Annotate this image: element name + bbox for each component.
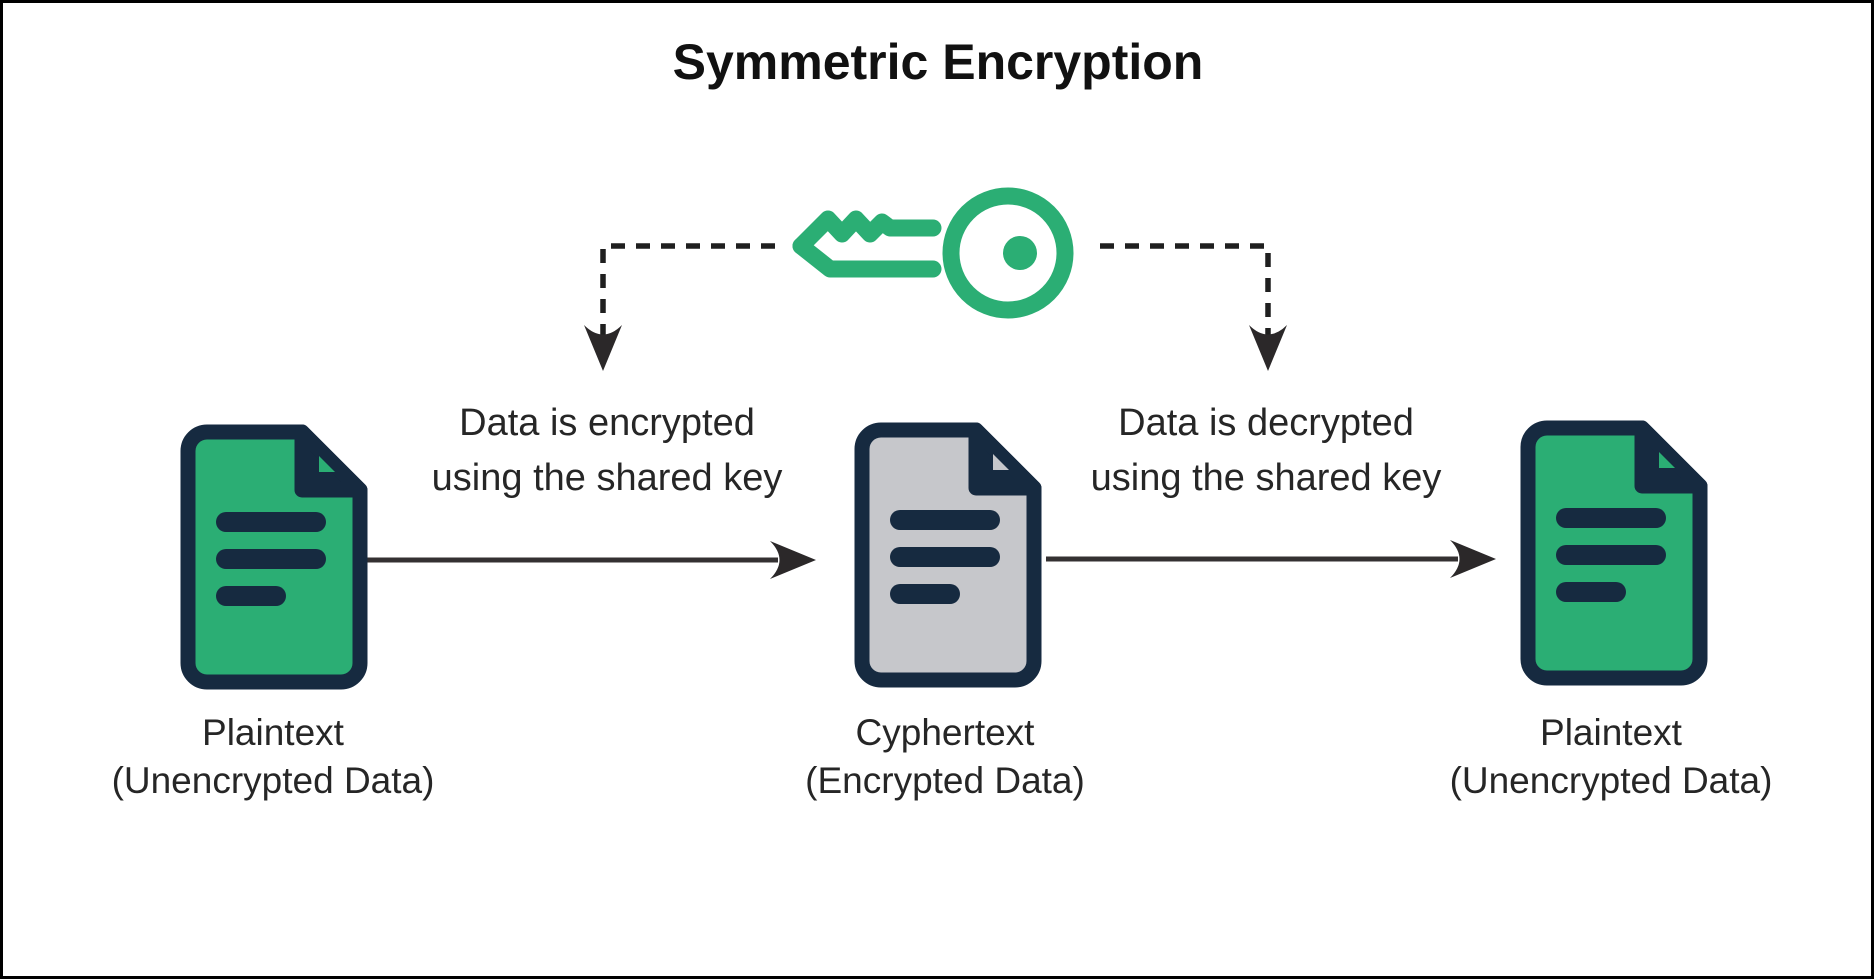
document-fold-notch [319,456,335,472]
key-ring [942,187,1074,319]
text-line [890,584,960,604]
label-plaintext-left-detail: (Unencrypted Data) [111,760,435,801]
document-fold-notch [1659,452,1675,468]
document-fold [1634,420,1708,494]
key-dot [1003,236,1037,270]
label-plaintext-right: Plaintext (Unencrypted Data) [1450,709,1773,805]
document-icon-plaintext-left [180,424,368,690]
text-line [890,510,1000,530]
label-plaintext-right-detail: (Unencrypted Data) [1449,760,1773,801]
label-plaintext-right-name: Plaintext [1540,712,1682,753]
page-title: Symmetric Encryption [672,34,1204,90]
key-teeth [792,210,942,255]
annotation-decrypt-line1: Data is decrypted [1118,402,1414,444]
document-icon-cyphertext [854,422,1042,688]
label-cyphertext-name: Cyphertext [855,712,1035,753]
text-line [1556,582,1626,602]
arrowhead-right-decrypt-icon [1450,540,1496,578]
label-cyphertext: Cyphertext (Encrypted Data) [805,709,1085,805]
document-icon-plaintext-right [1520,420,1708,686]
text-line [216,512,326,532]
arrowhead-down-decrypt-icon [1249,325,1287,371]
key-shaft [792,237,942,278]
annotation-encrypt-line2: using the shared key [431,457,783,499]
document-fold [968,422,1042,496]
text-line [216,549,326,569]
arrowhead-down-encrypt-icon [584,325,622,371]
arrowhead-right-encrypt-icon [770,541,816,579]
text-line [1556,508,1666,528]
annotation-encrypt: Data is encrypted using the shared key [432,396,783,506]
label-cyphertext-detail: (Encrypted Data) [805,760,1085,801]
annotation-decrypt-line2: using the shared key [1090,457,1442,499]
flow-lines-layer [366,243,1496,579]
text-line [216,586,286,606]
label-plaintext-left-name: Plaintext [202,712,344,753]
dashed-line-key-to-decrypt [1100,243,1271,335]
dashed-line-key-to-encrypt [600,243,775,335]
document-fold [294,424,368,498]
label-plaintext-left: Plaintext (Unencrypted Data) [112,709,435,805]
annotation-encrypt-line1: Data is encrypted [459,402,755,444]
text-line [890,547,1000,567]
document-fold-notch [993,454,1009,470]
key-icon [792,187,1074,319]
text-line [1556,545,1666,565]
annotation-decrypt: Data is decrypted using the shared key [1091,396,1442,506]
